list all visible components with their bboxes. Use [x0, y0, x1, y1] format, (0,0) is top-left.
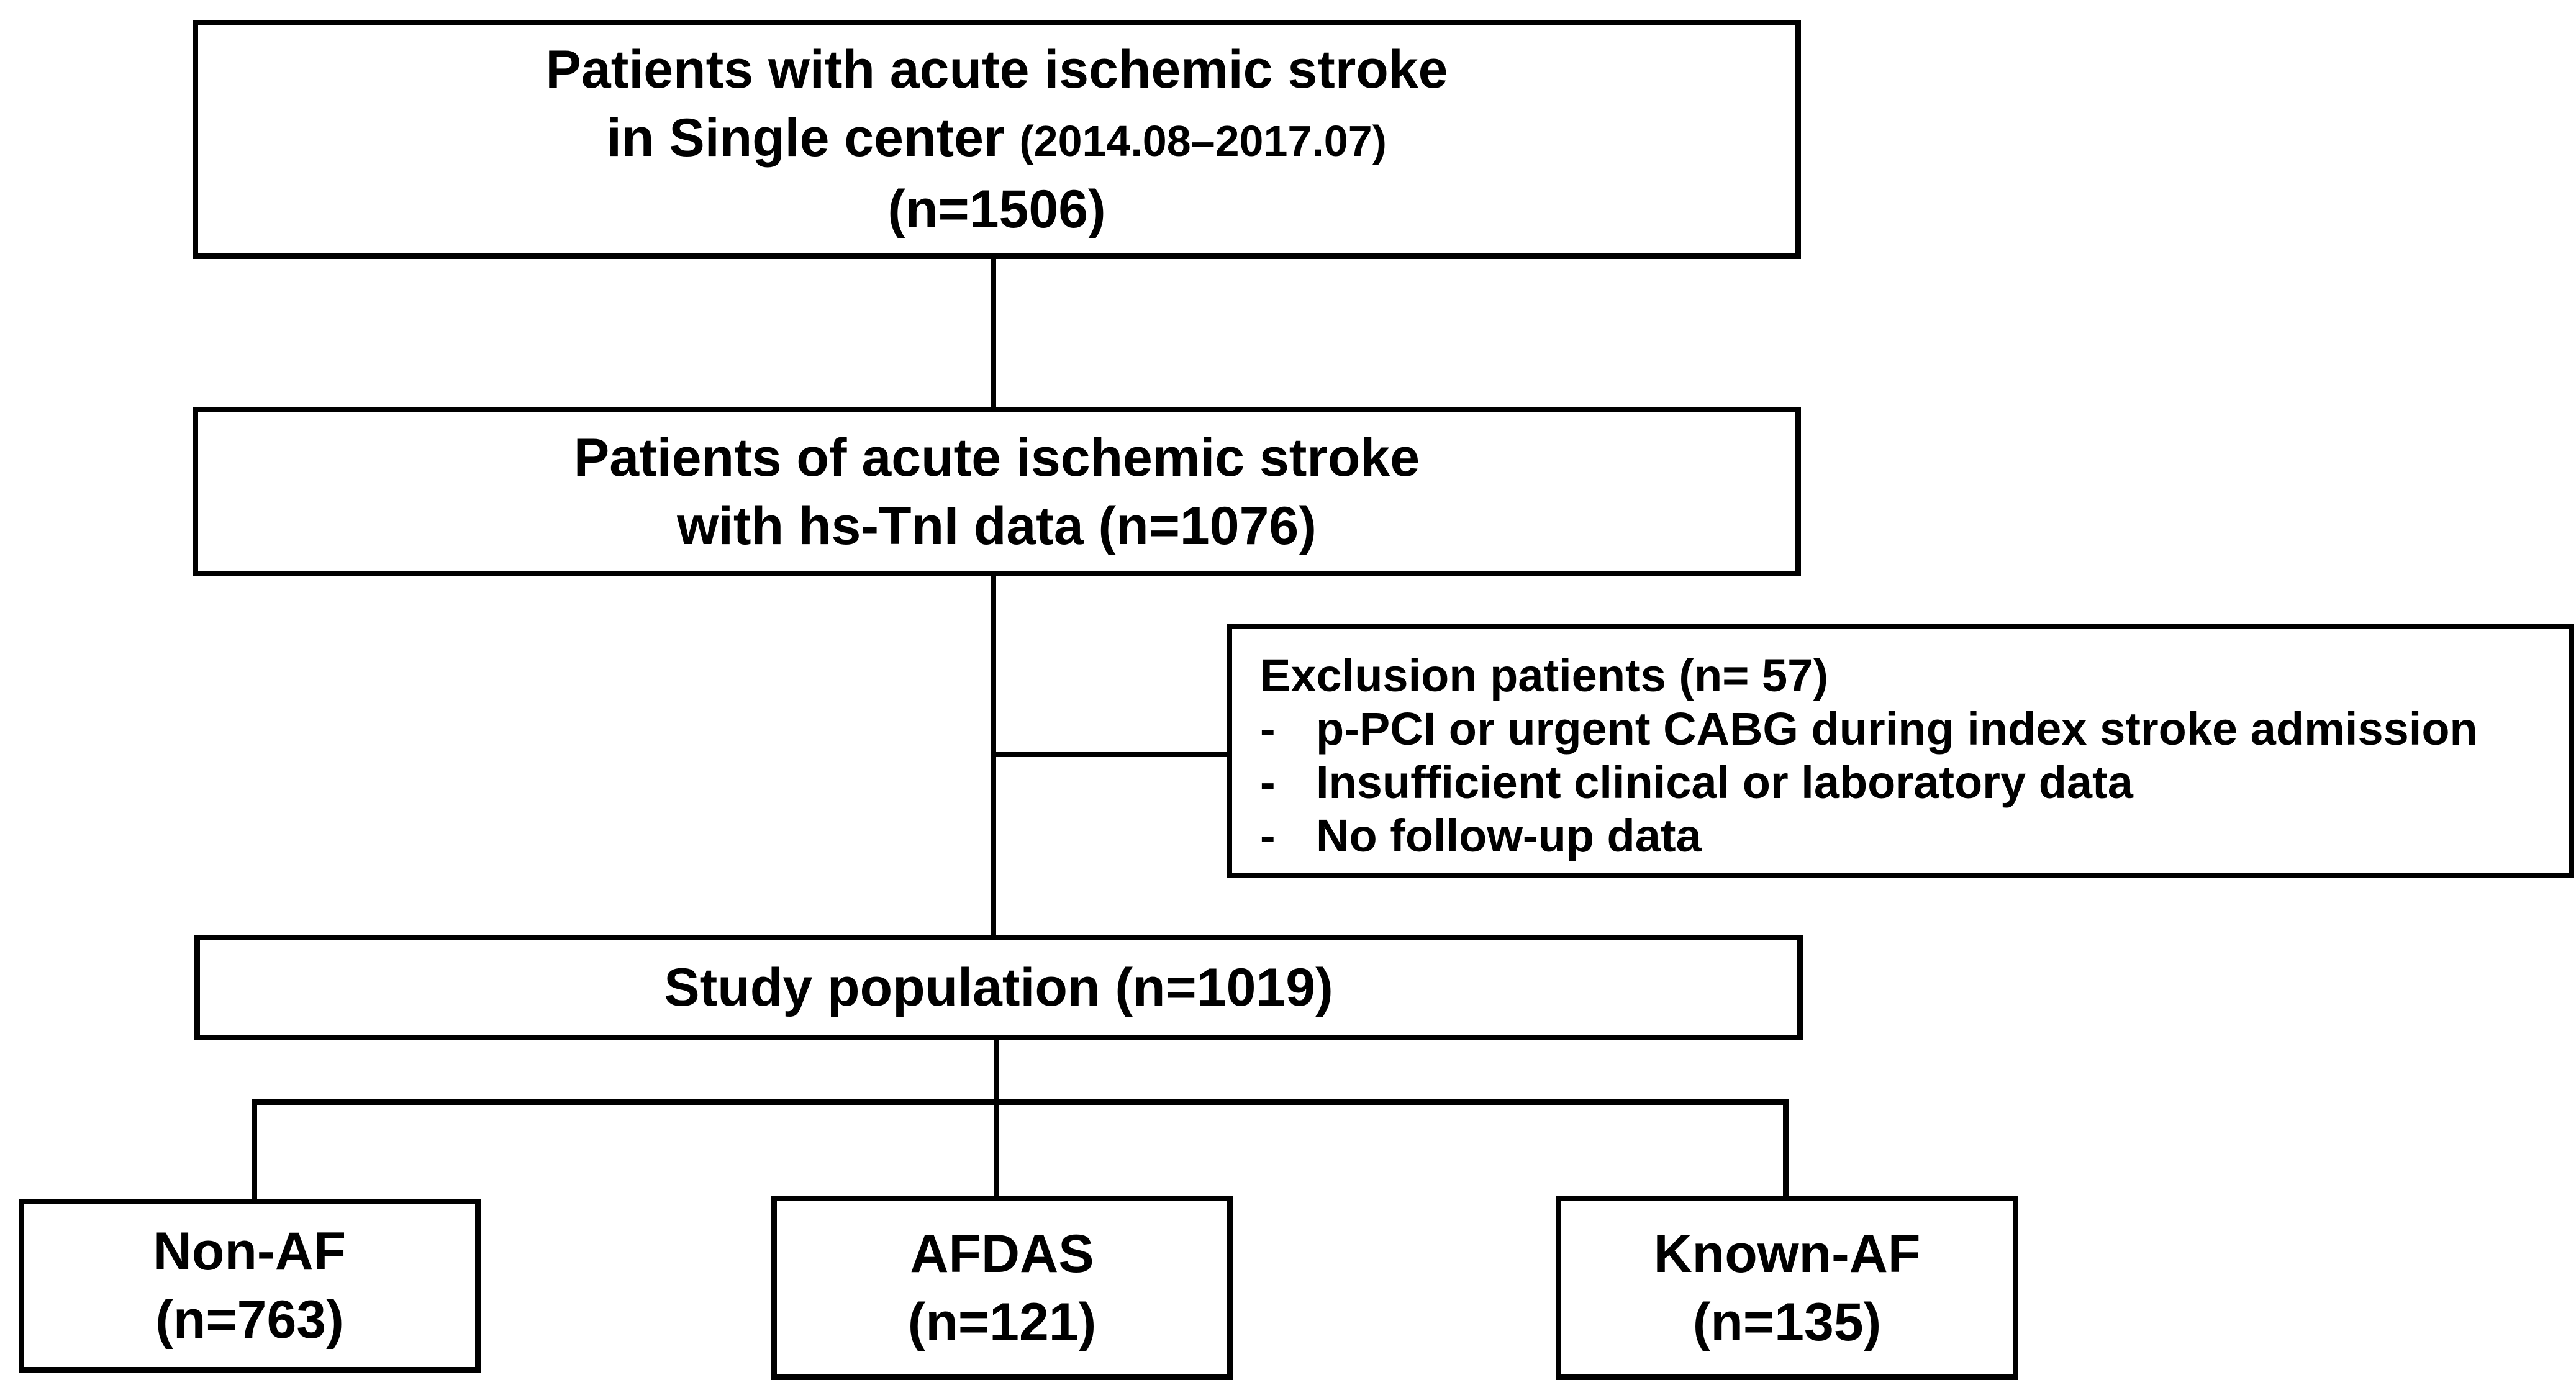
study-population-label: Study population (n=1019) — [664, 958, 1333, 1017]
exclusion-item: - Insufficient clinical or laboratory da… — [1260, 756, 2544, 809]
box-group-non-af: Non-AF (n=763) — [19, 1199, 481, 1373]
exclusion-bullet: - — [1260, 703, 1276, 755]
exclusion-item-text: Insufficient clinical or laboratory data — [1316, 756, 2133, 808]
hs-tni-line1: Patients of acute ischemic stroke — [573, 427, 1420, 488]
group-count: (n=121) — [907, 1292, 1097, 1352]
connector-branch-horizontal — [252, 1099, 1789, 1105]
connector-to-exclusion — [991, 752, 1230, 757]
box-enrolled-patients: Patients with acute ischemic stroke in S… — [193, 20, 1801, 259]
group-name: Non-AF — [153, 1222, 347, 1281]
hs-tni-line2: with hs-TnI data (n=1076) — [677, 496, 1317, 556]
enrolled-line2: in Single center — [607, 108, 1005, 168]
group-name: Known-AF — [1653, 1224, 1921, 1284]
box-group-known-af: Known-AF (n=135) — [1556, 1196, 2018, 1380]
exclusion-bullet: - — [1260, 810, 1276, 861]
group-name: AFDAS — [910, 1224, 1094, 1284]
connector-enrolled-to-hstni — [991, 255, 996, 410]
enrolled-line1: Patients with acute ischemic stroke — [545, 40, 1448, 99]
connector-branch-right — [1783, 1099, 1789, 1202]
exclusion-item: - No follow-up data — [1260, 809, 2544, 863]
enrolled-period: (2014.08–2017.07) — [1019, 117, 1387, 165]
connector-study-down — [994, 1037, 999, 1202]
box-study-population: Study population (n=1019) — [194, 935, 1803, 1040]
exclusion-item-text: p-PCI or urgent CABG during index stroke… — [1316, 703, 2478, 755]
group-count: (n=135) — [1692, 1292, 1882, 1352]
box-hs-tni-patients: Patients of acute ischemic stroke with h… — [193, 407, 1801, 576]
exclusion-title: Exclusion patients (n= 57) — [1260, 650, 1828, 701]
enrolled-count: (n=1506) — [887, 179, 1106, 239]
box-group-afdas: AFDAS (n=121) — [771, 1196, 1233, 1380]
connector-branch-left — [252, 1099, 257, 1202]
exclusion-item-text: No follow-up data — [1316, 810, 1702, 861]
group-count: (n=763) — [155, 1290, 344, 1350]
box-exclusion: Exclusion patients (n= 57) - p-PCI or ur… — [1227, 624, 2574, 878]
exclusion-bullet: - — [1260, 756, 1276, 808]
enrolled-line2-row: in Single center (2014.08–2017.07) — [607, 104, 1387, 175]
exclusion-item: - p-PCI or urgent CABG during index stro… — [1260, 702, 2544, 756]
